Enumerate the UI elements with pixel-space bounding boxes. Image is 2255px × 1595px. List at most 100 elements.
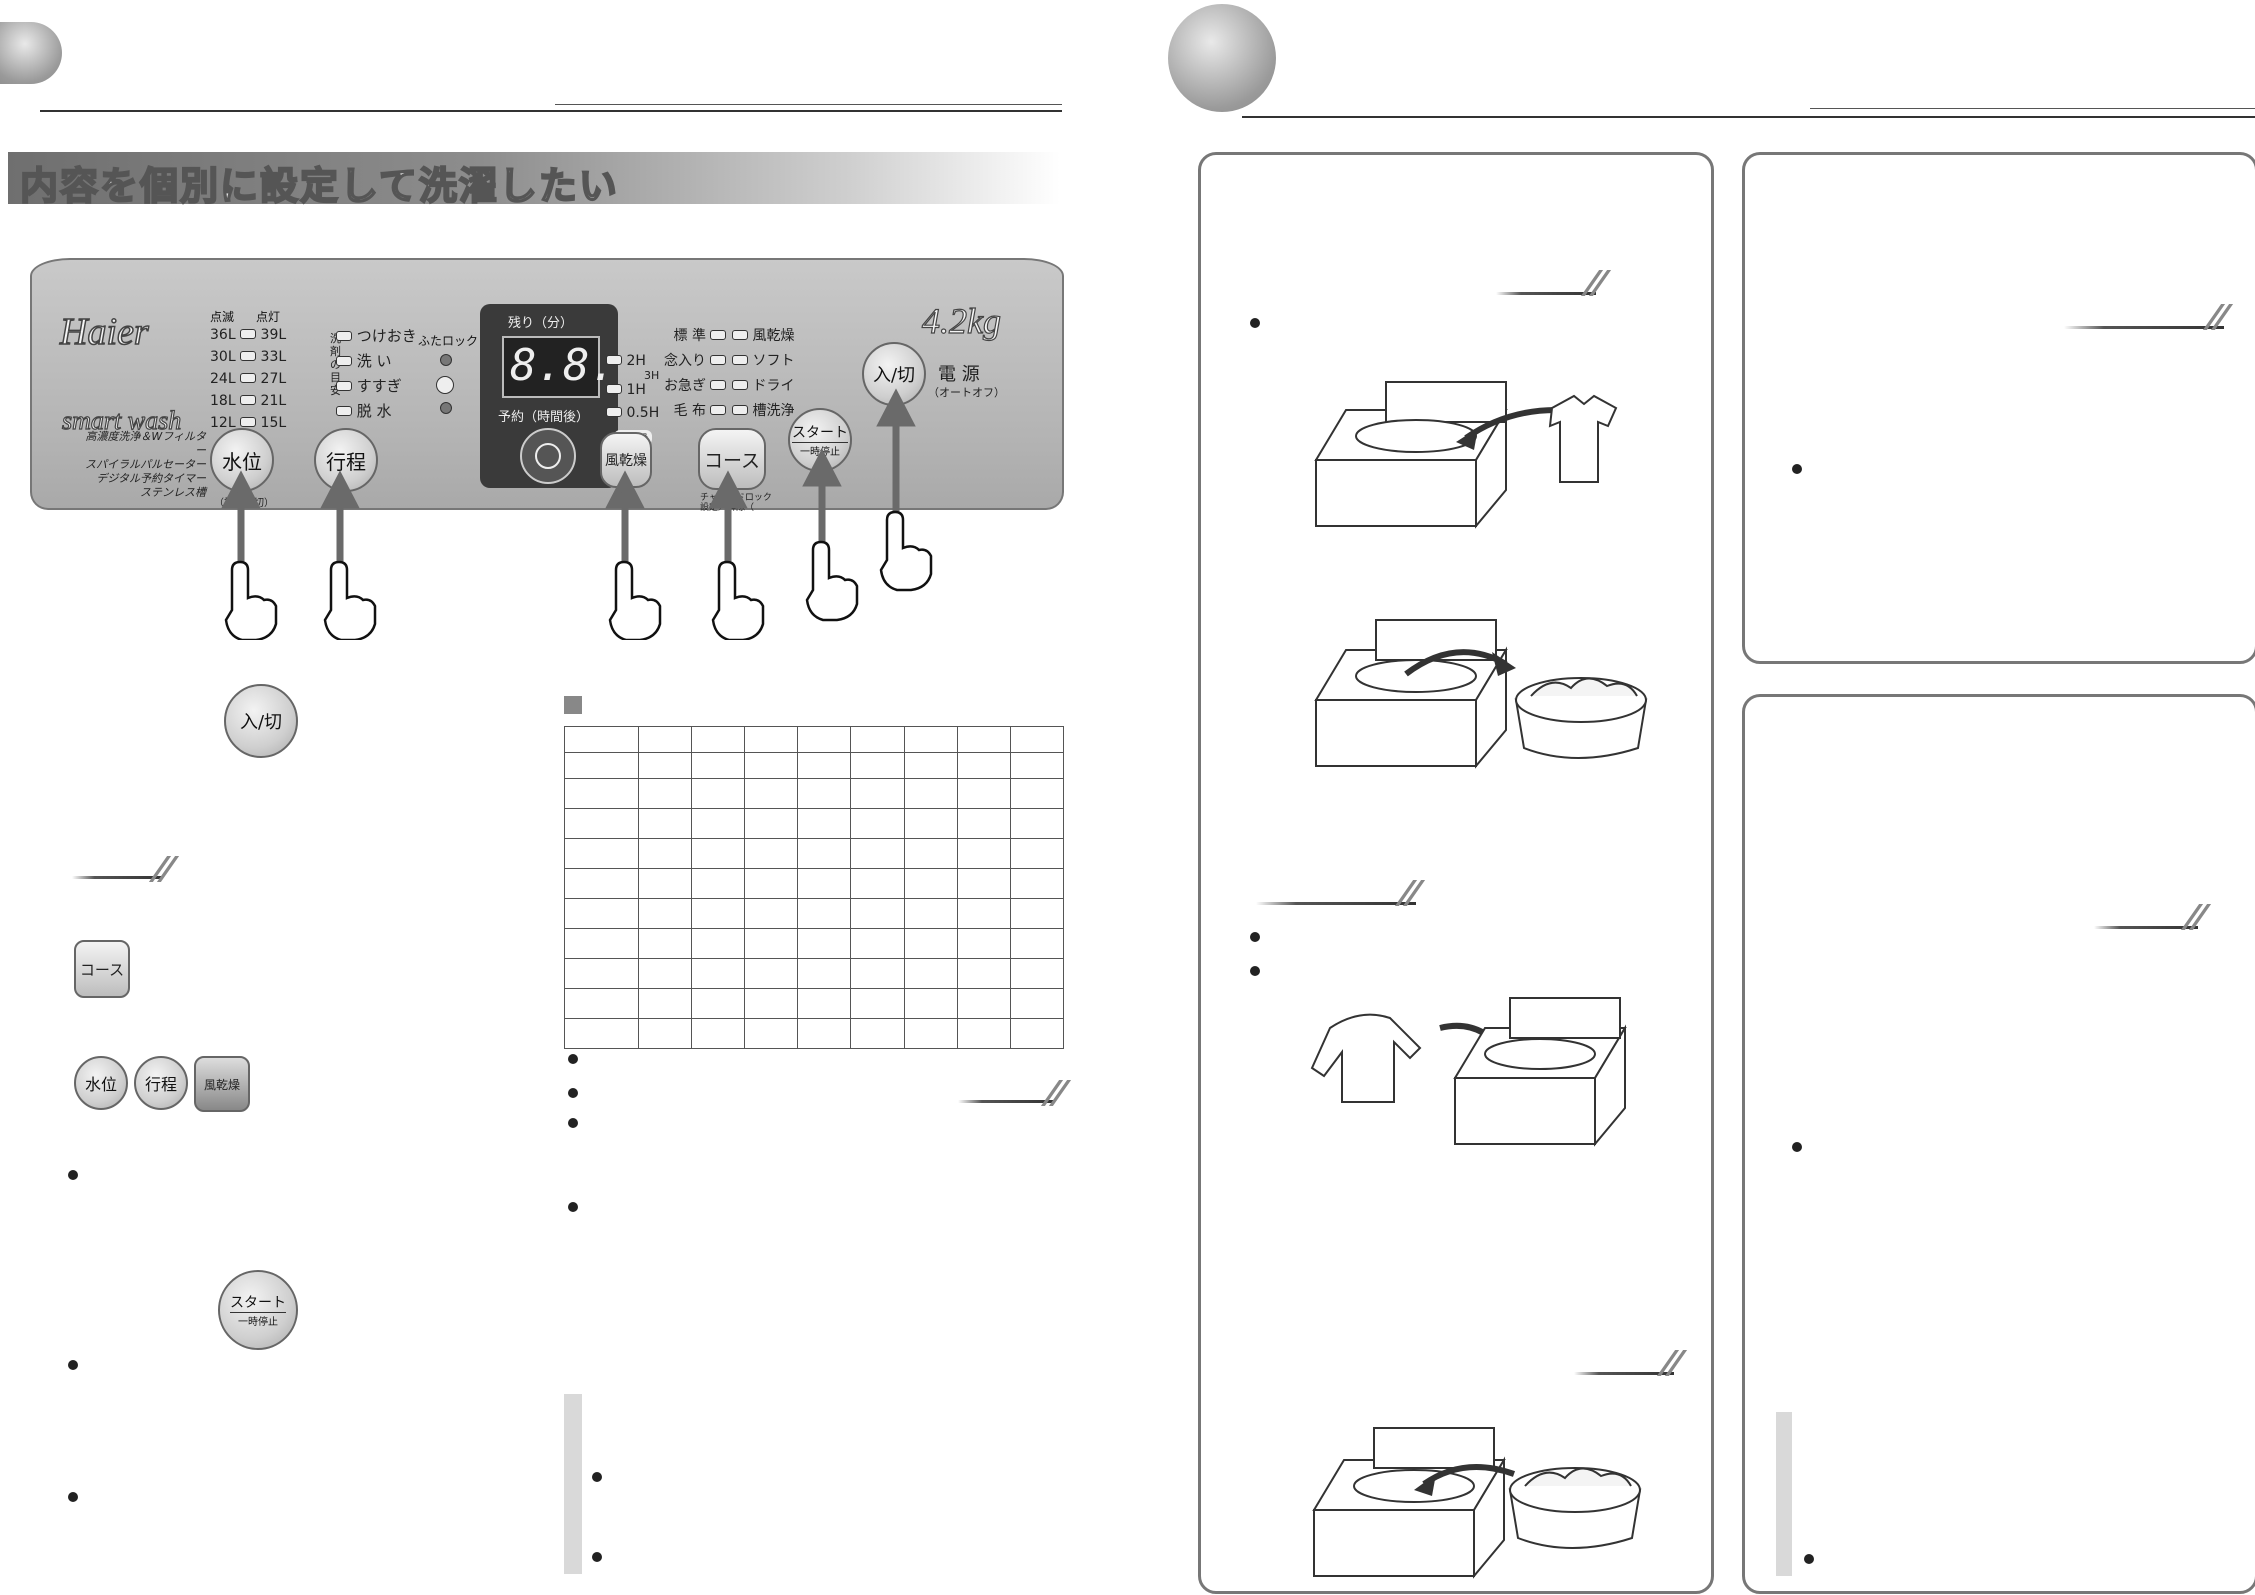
water-level-list: 36L 39L 30L 33L 24L 27L 18L 21L 12L 15L bbox=[210, 327, 287, 431]
table-cell bbox=[690, 988, 746, 1019]
section-badge-right bbox=[1168, 4, 1276, 112]
table-cell bbox=[1009, 752, 1065, 779]
display-label: 残り（分） bbox=[508, 316, 574, 331]
step-led bbox=[336, 331, 352, 341]
bullet bbox=[568, 1118, 578, 1128]
bullet bbox=[68, 1170, 78, 1180]
feature-item: デジタル予約タイマー bbox=[96, 472, 206, 485]
process-button-icon: 行程 bbox=[134, 1056, 188, 1110]
table-cell bbox=[637, 1018, 693, 1049]
timer-button[interactable] bbox=[520, 428, 576, 484]
power-button-icon: 入/切 bbox=[224, 684, 298, 758]
pointing-hand-icon bbox=[608, 560, 662, 640]
table-row bbox=[564, 778, 1065, 809]
table-cell bbox=[797, 988, 852, 1019]
table-cell bbox=[956, 778, 1011, 809]
table-cell bbox=[850, 752, 905, 779]
table-section-marker bbox=[564, 696, 582, 714]
table-cell bbox=[744, 778, 799, 809]
dry-led bbox=[606, 384, 622, 394]
bullet bbox=[568, 1088, 578, 1098]
note-dash bbox=[72, 876, 162, 879]
button-press-illustration bbox=[221, 388, 933, 640]
table-cell bbox=[1009, 778, 1065, 809]
table-row bbox=[564, 898, 1065, 929]
lid-lock-indicator-2 bbox=[440, 402, 452, 414]
table-cell bbox=[797, 778, 852, 809]
table-cell bbox=[564, 752, 639, 779]
step-label: すすぎ bbox=[356, 377, 402, 395]
bullet bbox=[68, 1360, 78, 1370]
bullet bbox=[1250, 966, 1260, 976]
sweater-load-illustration bbox=[1310, 997, 1627, 1147]
table-cell bbox=[690, 752, 746, 779]
table-cell bbox=[850, 778, 905, 809]
table-cell bbox=[564, 868, 639, 899]
table-cell bbox=[744, 1018, 799, 1049]
table-cell bbox=[903, 726, 958, 753]
table-cell bbox=[744, 958, 799, 989]
table-cell bbox=[903, 898, 958, 929]
lid-lock-label: ふたロック bbox=[418, 334, 479, 348]
feature-item: ステンレス槽 bbox=[140, 486, 206, 499]
table-cell bbox=[903, 928, 958, 959]
water-level-button-icon: 水位 bbox=[74, 1056, 128, 1110]
info-card-right-top bbox=[1742, 152, 2255, 664]
process-step-list: つけおき 洗 い すすぎ 脱 水 bbox=[336, 324, 417, 424]
table-cell bbox=[797, 838, 852, 869]
course-button[interactable]: コース bbox=[698, 428, 766, 490]
table-cell bbox=[637, 808, 693, 839]
table-cell bbox=[1009, 988, 1065, 1019]
table-cell bbox=[690, 726, 746, 753]
step-label: 洗 い bbox=[356, 352, 392, 370]
table-cell bbox=[1009, 808, 1065, 839]
bullet bbox=[592, 1552, 602, 1562]
table-cell bbox=[850, 868, 905, 899]
subbrand-logo: smart wash bbox=[61, 405, 182, 435]
bullet bbox=[1792, 1142, 1802, 1152]
reserve-label: 予約（時間後） bbox=[498, 410, 590, 425]
step-led bbox=[336, 381, 352, 391]
table-cell bbox=[850, 958, 905, 989]
air-dry-button-icon: 風乾燥 bbox=[194, 1056, 250, 1112]
table-cell bbox=[956, 958, 1011, 989]
washer-load-illustration bbox=[1314, 381, 1618, 529]
water-level-button[interactable]: 水位 bbox=[210, 428, 274, 492]
table-cell bbox=[690, 1018, 746, 1049]
table-cell bbox=[690, 838, 746, 869]
table-cell bbox=[903, 752, 958, 779]
table-cell bbox=[1009, 928, 1065, 959]
table-cell bbox=[1009, 868, 1065, 899]
note-dash bbox=[958, 1100, 1054, 1103]
note-dash bbox=[2064, 326, 2224, 329]
table-cell bbox=[903, 1018, 958, 1049]
feature-item: スパイラルパルセーター bbox=[85, 458, 206, 471]
lid-lock-indicator bbox=[440, 354, 452, 366]
table-cell bbox=[564, 808, 639, 839]
table-cell bbox=[1009, 838, 1065, 869]
table-cell bbox=[956, 1018, 1011, 1049]
table-cell bbox=[637, 928, 693, 959]
table-cell bbox=[903, 838, 958, 869]
section-banner: 内容を個別に設定して洗濯したい bbox=[8, 152, 1060, 209]
dry-time-list: 2H 3H 1H 0.5H bbox=[606, 352, 659, 423]
table-cell bbox=[744, 726, 799, 753]
level-led bbox=[240, 351, 257, 361]
table-cell bbox=[903, 868, 958, 899]
pointing-hand-icon bbox=[224, 560, 278, 640]
note-dash bbox=[1574, 1372, 1674, 1375]
table-cell bbox=[690, 778, 746, 809]
table-cell bbox=[797, 958, 852, 989]
feature-list: 高濃度洗浄＆Wフィルター スパイラルパルセーター デジタル予約タイマー ステンレ… bbox=[76, 430, 206, 500]
dry-led bbox=[606, 407, 622, 417]
info-card-left bbox=[1198, 152, 1714, 1594]
table-cell bbox=[637, 898, 693, 929]
step-led bbox=[336, 406, 352, 416]
table-cell bbox=[850, 928, 905, 959]
table-row bbox=[564, 838, 1065, 869]
table-cell bbox=[956, 726, 1011, 753]
pointing-hand-icon bbox=[805, 540, 859, 622]
step-label: つけおき bbox=[356, 327, 417, 345]
info-card-right-bottom bbox=[1742, 694, 2255, 1594]
table-cell bbox=[690, 808, 746, 839]
